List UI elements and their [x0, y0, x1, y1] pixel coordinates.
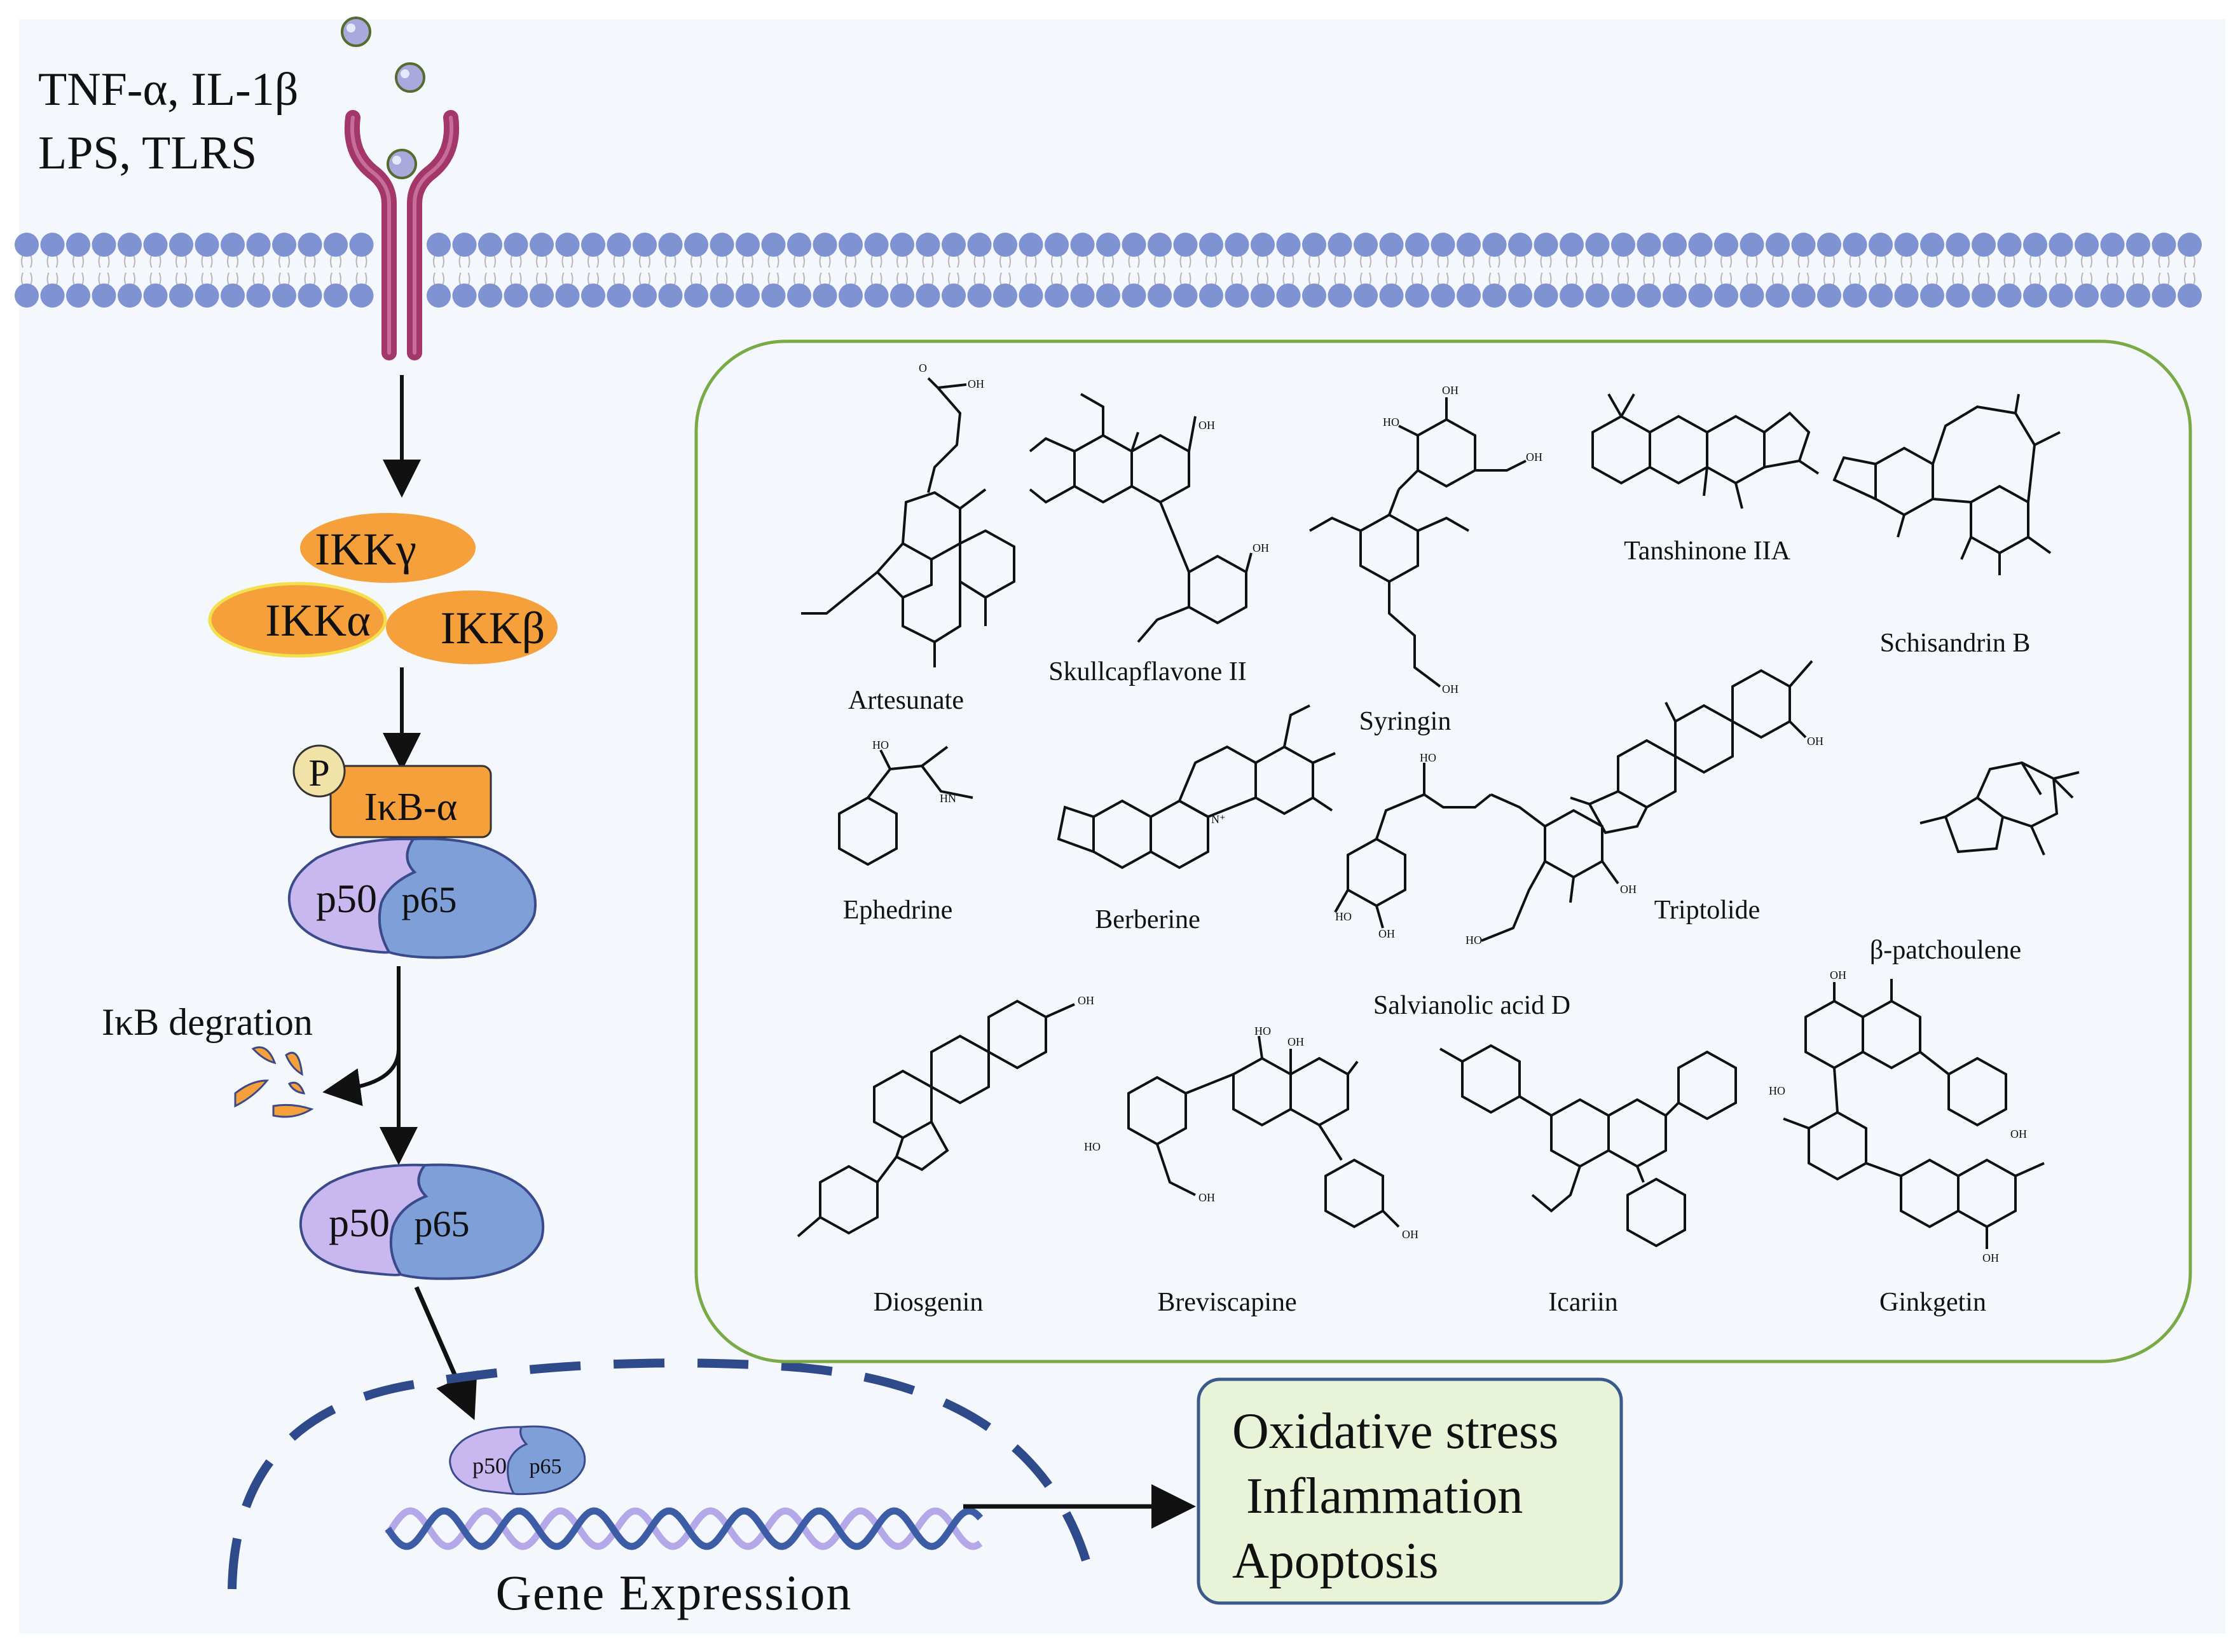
svg-text:HO: HO	[1335, 910, 1352, 923]
structure-ginkgetin	[1783, 979, 2045, 1249]
p50-label-3: p50	[472, 1453, 507, 1478]
svg-text:OH: OH	[1402, 1228, 1418, 1241]
svg-text:OH: OH	[2010, 1128, 2027, 1140]
atom-labels: OH O OH OH OH HO OH OH HO HN N⁺ HO HO OH…	[872, 362, 2027, 1264]
arrow-to-nucleus	[414, 1286, 477, 1421]
structure-diosgenin	[797, 999, 1075, 1238]
ikk-alpha-shape	[208, 582, 387, 658]
svg-text:OH: OH	[1198, 419, 1215, 432]
ikb-degradation-label: IκB degration	[102, 1001, 313, 1043]
svg-text:OH: OH	[1807, 735, 1823, 747]
ligand-molecules	[341, 17, 425, 179]
svg-text:OH: OH	[1078, 994, 1094, 1007]
p65-shape	[378, 837, 537, 959]
ikb-alpha-complex: IκB-α P	[292, 744, 492, 838]
p65-shape-2	[389, 1163, 545, 1280]
compound-triptolide: Triptolide	[1654, 896, 1760, 925]
svg-text:O: O	[919, 362, 927, 374]
svg-text:OH: OH	[1830, 969, 1846, 981]
svg-text:OH: OH	[1620, 883, 1637, 896]
p65-label-1: p65	[402, 879, 457, 920]
ikk-beta-label: IKKβ	[441, 603, 546, 653]
svg-text:OH: OH	[1442, 384, 1459, 397]
svg-text:OH: OH	[1378, 927, 1395, 940]
compound-skullcapflavone-ii: Skullcapflavone II	[1048, 657, 1246, 686]
structure-berberine	[1057, 704, 1336, 870]
structure-patchoulene	[1919, 761, 2080, 856]
ikk-gamma-shape	[300, 513, 476, 583]
structure-tanshinone	[1591, 393, 1820, 509]
compound-icariin: Icariin	[1548, 1288, 1618, 1317]
nfkb-dimer-nucleus: p50 p65	[449, 1425, 586, 1496]
phosphate-circle	[292, 744, 346, 798]
ikk-beta-shape	[386, 590, 558, 664]
ikb-alpha-label: IκB-α	[364, 786, 457, 829]
outcome-oxidative-stress: Oxidative stress	[1232, 1403, 1558, 1459]
compound-berberine: Berberine	[1095, 905, 1200, 934]
structure-icariin	[1439, 1044, 1737, 1248]
compound-salvianolic-acid-d: Salvianolic acid D	[1373, 991, 1570, 1020]
dna-double-helix	[385, 1507, 984, 1550]
svg-text:OH: OH	[968, 378, 984, 390]
svg-text:HO: HO	[1084, 1140, 1101, 1153]
compound-tanshinone-iia: Tanshinone IIA	[1624, 536, 1790, 566]
ikk-gamma-label: IKKγ	[315, 524, 416, 575]
svg-text:OH: OH	[1442, 683, 1459, 695]
svg-text:OH: OH	[1982, 1252, 1999, 1264]
compound-beta-patchoulene: β-patchoulene	[1870, 936, 2021, 965]
structure-artesunate	[801, 377, 1015, 667]
p50-label-2: p50	[329, 1200, 390, 1245]
degraded-ikb-fragments	[234, 1046, 314, 1118]
ikk-complex: IKKγ IKKα IKKβ	[208, 513, 558, 664]
ikk-alpha-label: IKKα	[265, 595, 371, 646]
outcomes-box: Oxidative stress Inflammation Apoptosis	[1197, 1377, 1623, 1605]
compound-breviscapine: Breviscapine	[1157, 1288, 1296, 1317]
gene-expression-label: Gene Expression	[496, 1565, 853, 1620]
natural-compounds-panel	[694, 339, 2192, 1363]
compound-names: Artesunate Skullcapflavone II Syringin T…	[843, 536, 2031, 1317]
svg-text:OH: OH	[1198, 1191, 1215, 1204]
compound-artesunate: Artesunate	[848, 686, 964, 715]
svg-text:HO: HO	[1383, 416, 1399, 428]
receptor	[344, 110, 460, 360]
phosphate-label: P	[308, 752, 329, 794]
structure-schisandrin	[1832, 393, 2061, 575]
svg-text:N⁺: N⁺	[1211, 813, 1226, 826]
svg-text:HO: HO	[1254, 1025, 1271, 1037]
structure-skullcapflavone	[1029, 393, 1253, 643]
structure-triptolide	[1570, 660, 1813, 835]
svg-text:HO: HO	[1466, 934, 1482, 946]
outcome-inflammation: Inflammation	[1246, 1468, 1523, 1524]
ikb-alpha-box	[329, 765, 492, 838]
stimuli-label-line1: TNF-α, IL-1β	[38, 64, 298, 116]
svg-text:HO: HO	[1769, 1084, 1785, 1097]
structure-syringin	[1309, 397, 1527, 688]
compound-schisandrin-b: Schisandrin B	[1880, 629, 2031, 658]
svg-text:OH: OH	[1287, 1035, 1304, 1048]
svg-text:HO: HO	[872, 739, 889, 751]
compound-ephedrine: Ephedrine	[843, 896, 953, 925]
p50-label-1: p50	[316, 876, 377, 921]
compound-diosgenin: Diosgenin	[874, 1288, 984, 1317]
stimuli-label-line2: LPS, TLRS	[38, 127, 257, 179]
svg-text:OH: OH	[1526, 451, 1542, 463]
compound-structures	[797, 377, 2080, 1249]
svg-text:OH: OH	[1253, 542, 1269, 554]
nfkb-dimer-cytoplasm-1: p50 p65	[287, 837, 537, 959]
structure-ephedrine	[838, 746, 973, 866]
structure-salvianolic	[1334, 763, 1619, 942]
nfkb-dimer-cytoplasm-2: p50 p65	[299, 1163, 545, 1280]
compound-syringin: Syringin	[1359, 707, 1452, 736]
structure-breviscapine	[1127, 1035, 1400, 1229]
p65-label-2: p65	[415, 1203, 470, 1245]
nuclear-envelope	[228, 1358, 1098, 1590]
svg-text:HO: HO	[1420, 751, 1436, 764]
cell-membrane	[15, 233, 2202, 308]
outcome-apoptosis: Apoptosis	[1232, 1533, 1439, 1589]
svg-text:HN: HN	[940, 792, 956, 805]
p65-label-3: p65	[530, 1455, 562, 1478]
compound-ginkgetin: Ginkgetin	[1879, 1288, 1986, 1317]
